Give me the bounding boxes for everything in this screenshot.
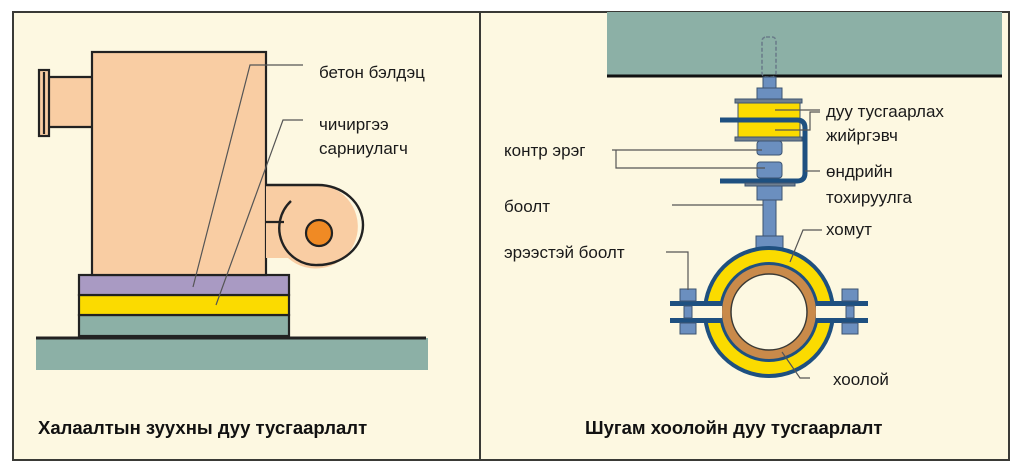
leader-vibration-damper [215, 119, 303, 306]
pipe-bore [730, 273, 808, 351]
label-height-adjust-1: өндрийн [826, 162, 893, 181]
right-panel: дуу тусгаарлах жийргэвч контр эрэг өндри… [479, 11, 1010, 461]
leader-pipe [781, 351, 810, 379]
clamp-flange-right-bottom [816, 318, 868, 323]
label-height-adjust-2: тохируулга [826, 188, 912, 207]
pipe-clamp [670, 246, 868, 378]
concrete-block [77, 313, 291, 338]
right-bolt-nut [841, 322, 859, 335]
height-adjust-bracket [720, 117, 808, 184]
label-vibration-damper-2: сарниулагч [319, 139, 408, 158]
clamp-flange-right-top [816, 301, 868, 306]
label-vibration-damper-1: чичиргээ [319, 115, 389, 134]
boiler-body [90, 50, 268, 277]
left-bolt-head [679, 288, 697, 302]
left-panel: бетон бэлдэц чичиргээ сарниулагч Халаалт… [12, 11, 504, 461]
left-bolt-shank [683, 305, 693, 319]
leader-clamp [789, 229, 822, 263]
fan-hub [304, 218, 334, 248]
leader-locknut-2 [615, 150, 765, 169]
label-locknut: контр эрэг [504, 141, 585, 160]
clamp-flange-left-top [670, 301, 722, 306]
clamp-split-gap [701, 306, 722, 318]
label-isolator-1: дуу тусгаарлах [826, 102, 944, 121]
lower-nut [756, 185, 783, 201]
leader-isolator [775, 111, 820, 131]
embedded-anchor [761, 36, 777, 78]
clamp-split-gap-right [816, 306, 837, 318]
right-bolt-shank [845, 305, 855, 319]
label-clamp: хомут [826, 220, 872, 239]
locknut-lower [756, 161, 783, 179]
leader-threaded-bolt [666, 251, 689, 290]
label-threaded-bolt: эрээстэй боолт [504, 243, 625, 262]
upper-nut [756, 87, 783, 101]
leader-concrete-block [192, 64, 303, 288]
damper-layer [77, 273, 291, 297]
ceiling-slab [607, 12, 1002, 76]
isolator-washer-top [734, 98, 803, 104]
isolator-washer-bottom [734, 136, 803, 142]
label-bolt: боолт [504, 197, 550, 216]
burner-fan [266, 183, 365, 269]
right-panel-caption: Шугам хоолойн дуу тусгаарлалт [585, 417, 882, 438]
label-isolator-2: жийргэвч [826, 126, 898, 145]
clamp-flange-left-bottom [670, 318, 722, 323]
left-panel-caption: Халаалтын зуухны дуу тусгаарлалт [38, 417, 367, 438]
floor-slab [36, 338, 428, 370]
label-pipe: хоолой [833, 370, 889, 389]
left-bolt-nut [679, 322, 697, 335]
right-bolt-head [841, 288, 859, 302]
label-concrete-block: бетон бэлдэц [319, 63, 425, 82]
locknut-upper [756, 140, 783, 156]
fan-housing-outline [266, 183, 365, 267]
right-panel-frame [479, 11, 1010, 461]
elastic-layer [77, 293, 291, 317]
